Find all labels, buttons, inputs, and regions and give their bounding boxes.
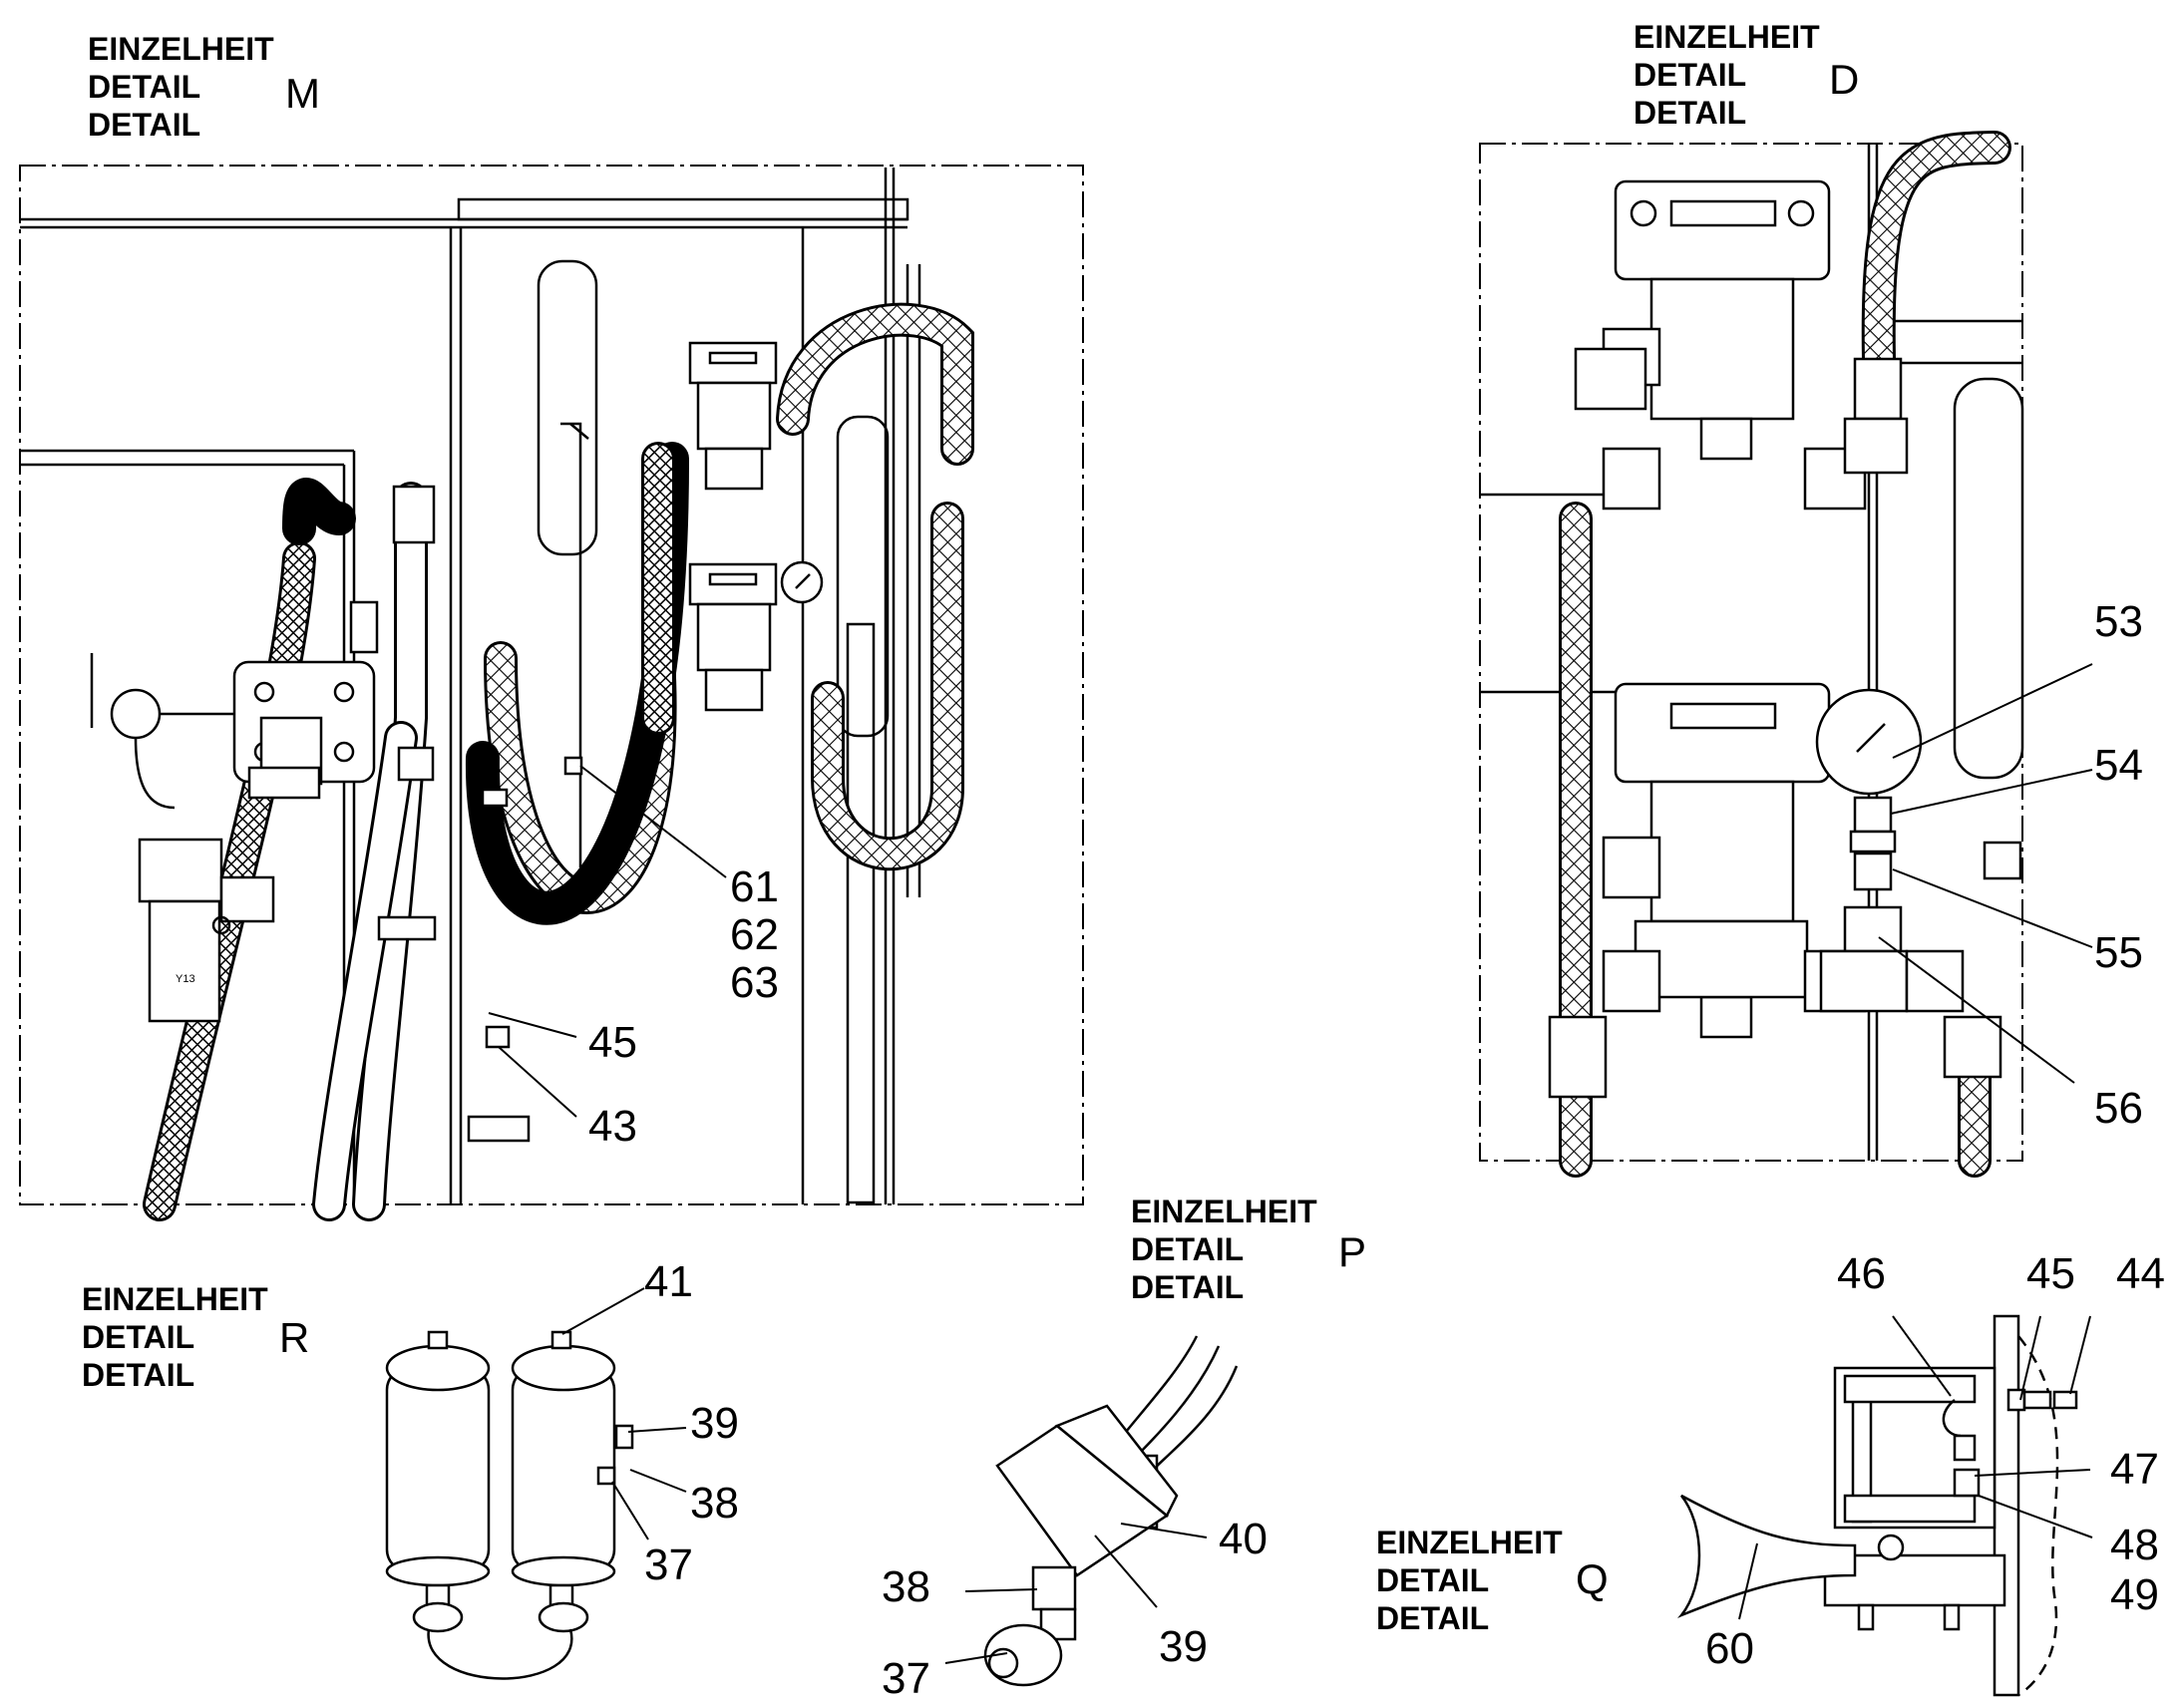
detail-p-header: EINZELHEIT DETAIL DETAIL bbox=[1131, 1193, 1317, 1306]
detail-r-line-3: DETAIL bbox=[82, 1357, 195, 1393]
callout-46: 46 bbox=[1837, 1249, 1886, 1298]
callout-40: 40 bbox=[1219, 1515, 1268, 1563]
callout-44: 44 bbox=[2116, 1249, 2165, 1298]
callout-47: 47 bbox=[2110, 1445, 2159, 1494]
detail-d-line-3: DETAIL bbox=[1634, 95, 1747, 131]
callout-60: 60 bbox=[1705, 1624, 1754, 1673]
detail-m-leaders bbox=[488, 765, 727, 1118]
detail-m-line-1: EINZELHEIT bbox=[88, 31, 274, 67]
callout-39-p: 39 bbox=[1159, 1622, 1208, 1671]
detail-p-letter: P bbox=[1338, 1228, 1367, 1275]
detail-q-leaders bbox=[1738, 1315, 2093, 1620]
callout-63: 63 bbox=[730, 958, 779, 1007]
detail-q-letter: Q bbox=[1576, 1555, 1609, 1602]
detail-m-drawing bbox=[19, 165, 1084, 1221]
detail-r-header: EINZELHEIT DETAIL DETAIL bbox=[82, 1280, 268, 1394]
detail-q-line-2: DETAIL bbox=[1376, 1562, 1490, 1598]
detail-p-line-3: DETAIL bbox=[1131, 1269, 1245, 1305]
detail-p-leaders bbox=[944, 1523, 1208, 1664]
detail-p-drawing bbox=[983, 1335, 1239, 1687]
detail-m-line-3: DETAIL bbox=[88, 107, 201, 143]
detail-q-header: EINZELHEIT DETAIL DETAIL bbox=[1376, 1524, 1563, 1637]
detail-d-drawing bbox=[1479, 131, 2024, 1178]
detail-d-leaders bbox=[1878, 663, 2093, 1084]
detail-r-drawing bbox=[385, 1330, 634, 1680]
callout-43: 43 bbox=[588, 1102, 637, 1151]
callout-39-r: 39 bbox=[690, 1399, 739, 1448]
detail-q-line-1: EINZELHEIT bbox=[1376, 1525, 1563, 1560]
callout-54: 54 bbox=[2094, 741, 2143, 790]
detail-d-line-2: DETAIL bbox=[1634, 57, 1747, 93]
callout-48: 48 bbox=[2110, 1521, 2159, 1569]
detail-p-line-2: DETAIL bbox=[1131, 1231, 1245, 1267]
detail-d-line-1: EINZELHEIT bbox=[1634, 19, 1820, 55]
callout-62: 62 bbox=[730, 910, 779, 959]
detail-r-letter: R bbox=[279, 1314, 310, 1361]
solenoid-tag: Y13 bbox=[176, 973, 195, 985]
detail-r-line-2: DETAIL bbox=[82, 1319, 195, 1355]
detail-m-line-2: DETAIL bbox=[88, 69, 201, 105]
detail-q-line-3: DETAIL bbox=[1376, 1600, 1490, 1636]
detail-p-line-1: EINZELHEIT bbox=[1131, 1194, 1317, 1229]
callout-55: 55 bbox=[2094, 928, 2143, 977]
detail-r-line-1: EINZELHEIT bbox=[82, 1281, 268, 1317]
detail-d-letter: D bbox=[1829, 56, 1860, 103]
callout-49: 49 bbox=[2110, 1570, 2159, 1619]
callout-41: 41 bbox=[644, 1257, 693, 1306]
callout-37-p: 37 bbox=[882, 1654, 930, 1703]
callout-56: 56 bbox=[2094, 1084, 2143, 1133]
callout-61: 61 bbox=[730, 862, 779, 911]
callout-37-r: 37 bbox=[644, 1540, 693, 1589]
detail-m-header: EINZELHEIT DETAIL DETAIL bbox=[88, 30, 274, 144]
detail-r-leaders bbox=[561, 1287, 687, 1540]
callout-53: 53 bbox=[2094, 597, 2143, 646]
detail-m-letter: M bbox=[285, 70, 320, 117]
callout-38-p: 38 bbox=[882, 1562, 930, 1611]
callout-38-r: 38 bbox=[690, 1479, 739, 1528]
callout-45-q: 45 bbox=[2026, 1249, 2075, 1298]
callout-45: 45 bbox=[588, 1018, 637, 1067]
detail-d-header: EINZELHEIT DETAIL DETAIL bbox=[1634, 18, 1820, 132]
detail-q-drawing bbox=[1677, 1314, 2078, 1697]
